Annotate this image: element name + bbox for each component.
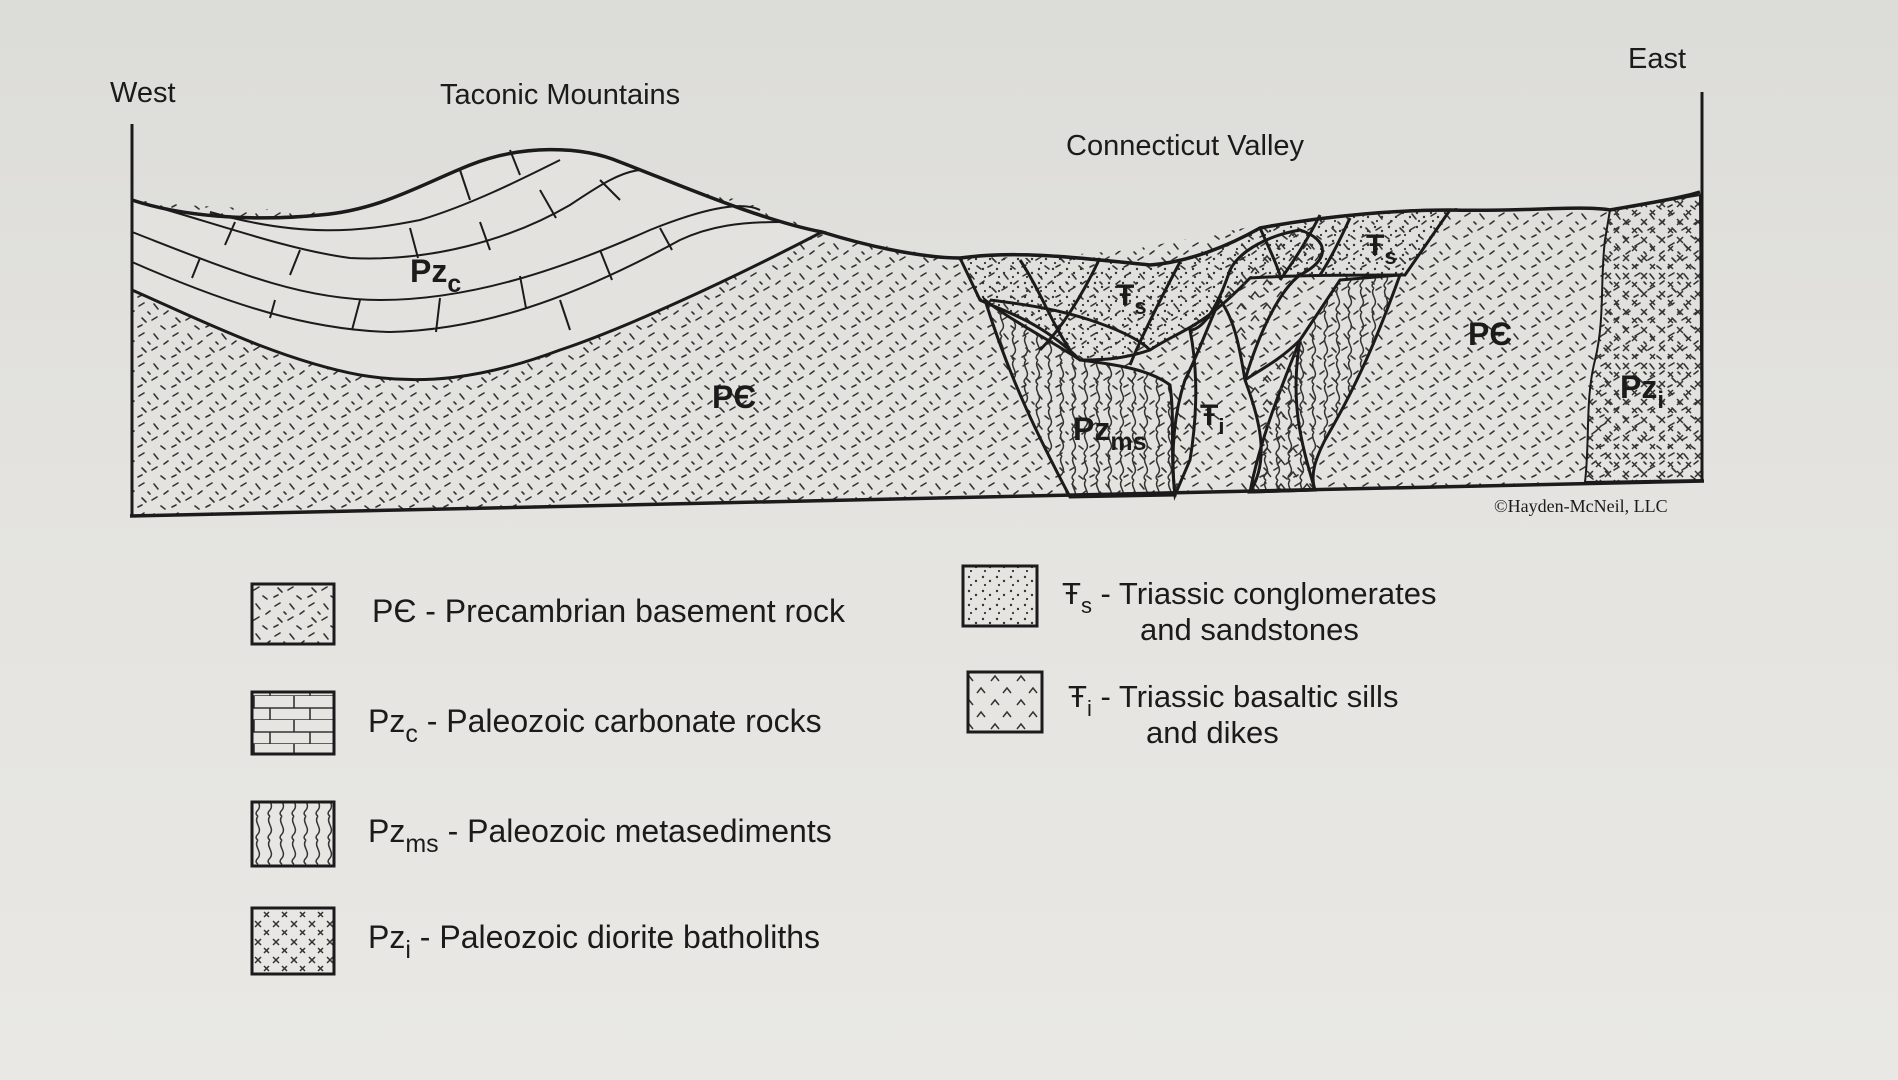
legend-swatch-metasediment	[250, 800, 336, 868]
legend-item-metasediment: Pzms - Paleozoic metasediments	[250, 800, 832, 868]
legend-swatch-basalt	[966, 670, 1044, 734]
legend-subscript: i	[1087, 696, 1092, 721]
legend-symbol: Pz	[368, 813, 405, 849]
legend-subscript: i	[405, 936, 411, 964]
label-pzc: Pzc	[410, 253, 461, 298]
cross-section: Pzc PЄ PЄ Pzms Ŧs Ŧs Ŧi Pzi West East Ta…	[110, 43, 1705, 518]
legend-subscript: s	[1081, 593, 1092, 618]
label-connecticut-valley: Connecticut Valley	[1066, 130, 1305, 162]
legend-text: - Precambrian basement rock	[416, 593, 846, 629]
legend-item-precambrian: PЄ - Precambrian basement rock	[250, 582, 846, 646]
svg-text:Pzi - Paleozoic diorite bathol: Pzi - Paleozoic diorite batholiths	[368, 919, 820, 964]
svg-text:Pzc - Paleozoic carbonate rock: Pzc - Paleozoic carbonate rocks	[368, 703, 822, 748]
legend-swatch-diorite	[250, 906, 336, 976]
svg-text:Pzms - Paleozoic metasediments: Pzms - Paleozoic metasediments	[368, 813, 832, 858]
triassic-basalt-dike-unit	[1171, 228, 1324, 501]
label-triassic-i: Ŧi	[1200, 399, 1224, 439]
legend-swatch-carbonate	[250, 690, 336, 756]
label-pc-west: PЄ	[712, 379, 756, 415]
label-west: West	[110, 77, 176, 109]
svg-text:PЄ - Precambrian basement rock: PЄ - Precambrian basement rock	[372, 593, 846, 629]
legend-text: - Paleozoic diorite batholiths	[411, 919, 820, 955]
label-pc-east: PЄ	[1468, 316, 1512, 352]
legend-symbol: Pz	[368, 703, 405, 739]
label-pzi: Pzi	[1620, 369, 1664, 414]
copyright-text: ©Hayden-McNeil, LLC	[1494, 496, 1668, 516]
legend-item-diorite: Pzi - Paleozoic diorite batholiths	[250, 906, 820, 976]
label-east: East	[1628, 43, 1686, 75]
legend-symbol: Pz	[368, 919, 405, 955]
ground-surface-line	[131, 147, 1701, 267]
legend-symbol: Ŧ	[1062, 576, 1081, 611]
legend-subscript: ms	[405, 830, 438, 858]
label-triassic-s-2: Ŧs	[1366, 229, 1397, 269]
legend-text-line2: and sandstones	[1140, 612, 1359, 647]
legend-item-carbonate: Pzc - Paleozoic carbonate rocks	[250, 690, 822, 756]
legend-symbol: Ŧ	[1068, 679, 1087, 714]
legend-swatch-precambrian	[250, 582, 336, 646]
legend-text: - Triassic basaltic sills	[1092, 679, 1399, 714]
legend: PЄ - Precambrian basement rock Pzc - Pal…	[250, 564, 1437, 976]
legend-subscript: c	[405, 720, 418, 748]
legend-item-sandstone: Ŧs - Triassic conglomerates and sandston…	[961, 564, 1437, 647]
legend-swatch-sandstone	[961, 564, 1039, 628]
label-taconic-mountains: Taconic Mountains	[440, 79, 680, 111]
label-pzms: Pzms	[1073, 411, 1146, 456]
legend-text: - Paleozoic carbonate rocks	[418, 703, 822, 739]
legend-symbol: PЄ	[372, 593, 416, 629]
metasediment-unit-west	[982, 295, 1177, 499]
legend-text-line2: and dikes	[1146, 715, 1279, 750]
legend-text: - Triassic conglomerates	[1092, 576, 1437, 611]
section-base-line	[129, 479, 1705, 518]
legend-text: - Paleozoic metasediments	[439, 813, 832, 849]
legend-item-basalt: Ŧi - Triassic basaltic sills and dikes	[966, 670, 1398, 750]
label-triassic-s-1: Ŧs	[1116, 279, 1147, 319]
svg-text:Ŧs - Triassic conglomerates: Ŧs - Triassic conglomerates	[1062, 576, 1437, 618]
svg-text:Ŧi - Triassic basaltic sills: Ŧi - Triassic basaltic sills	[1068, 679, 1398, 721]
